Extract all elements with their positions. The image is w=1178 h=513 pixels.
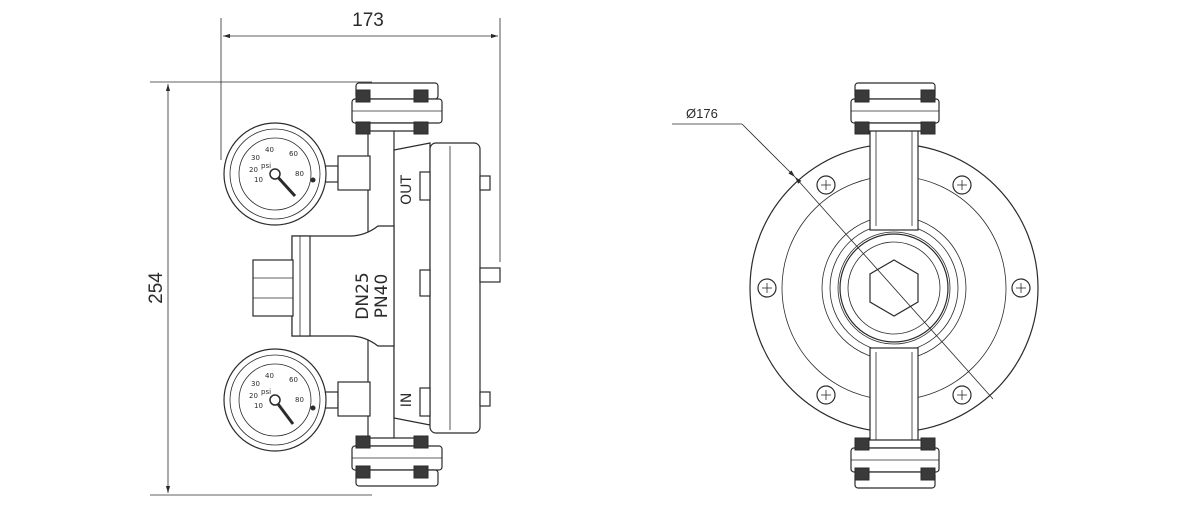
bolt [952,175,972,195]
gauge-unit: psi [261,388,271,396]
gauge-ticks: 10 20 30 40 60 80 psi [249,146,304,184]
tick-label: 30 [251,154,260,162]
front-bottom-union [850,437,940,489]
size-marking: DN25 [353,272,373,319]
tick-label: 60 [289,150,298,158]
adjusting-bonnet [252,225,395,347]
tick-label: 20 [249,166,258,174]
tick-label: 30 [251,380,260,388]
tick-label: 40 [265,146,274,154]
outlet-marking: OUT [399,175,415,205]
dimension-height: 254 [146,81,372,496]
diameter-label: Ø176 [686,106,718,121]
bolt [952,385,972,405]
bolt [757,278,777,298]
gauge-unit: psi [261,162,271,170]
tick-label: 10 [254,176,263,184]
bolt [816,385,836,405]
tick-label: 80 [295,396,304,404]
dimension-width: 173 [220,10,501,262]
tick-label: 60 [289,376,298,384]
inlet-marking: IN [399,393,415,408]
tick-label: 20 [249,392,258,400]
front-view: Ø176 [672,82,1039,489]
gauge-ticks: 10 20 30 40 60 80 psi [249,372,304,410]
flange-bolts [757,175,1031,405]
tick-label: 40 [265,372,274,380]
front-pipe-bottom [869,347,919,449]
side-view: DN25 PN40 OUT IN 10 20 30 40 60 80 psi [223,82,501,487]
front-top-union [850,82,940,135]
pressure-marking: PN40 [372,274,392,319]
tick-label: 10 [254,402,263,410]
diaphragm-housing [393,142,501,434]
bottom-flange [351,435,443,487]
height-label: 254 [146,272,167,304]
tick-label: 80 [295,170,304,178]
lower-pressure-gauge: 10 20 30 40 60 80 psi [223,348,327,452]
width-label: 173 [352,10,384,31]
top-flange [351,82,443,135]
bolt [816,175,836,195]
bolt [1011,278,1031,298]
dimension-diameter: Ø176 [672,106,994,400]
front-pipe-top [869,119,919,231]
upper-pressure-gauge: 10 20 30 40 60 80 psi [223,122,327,226]
